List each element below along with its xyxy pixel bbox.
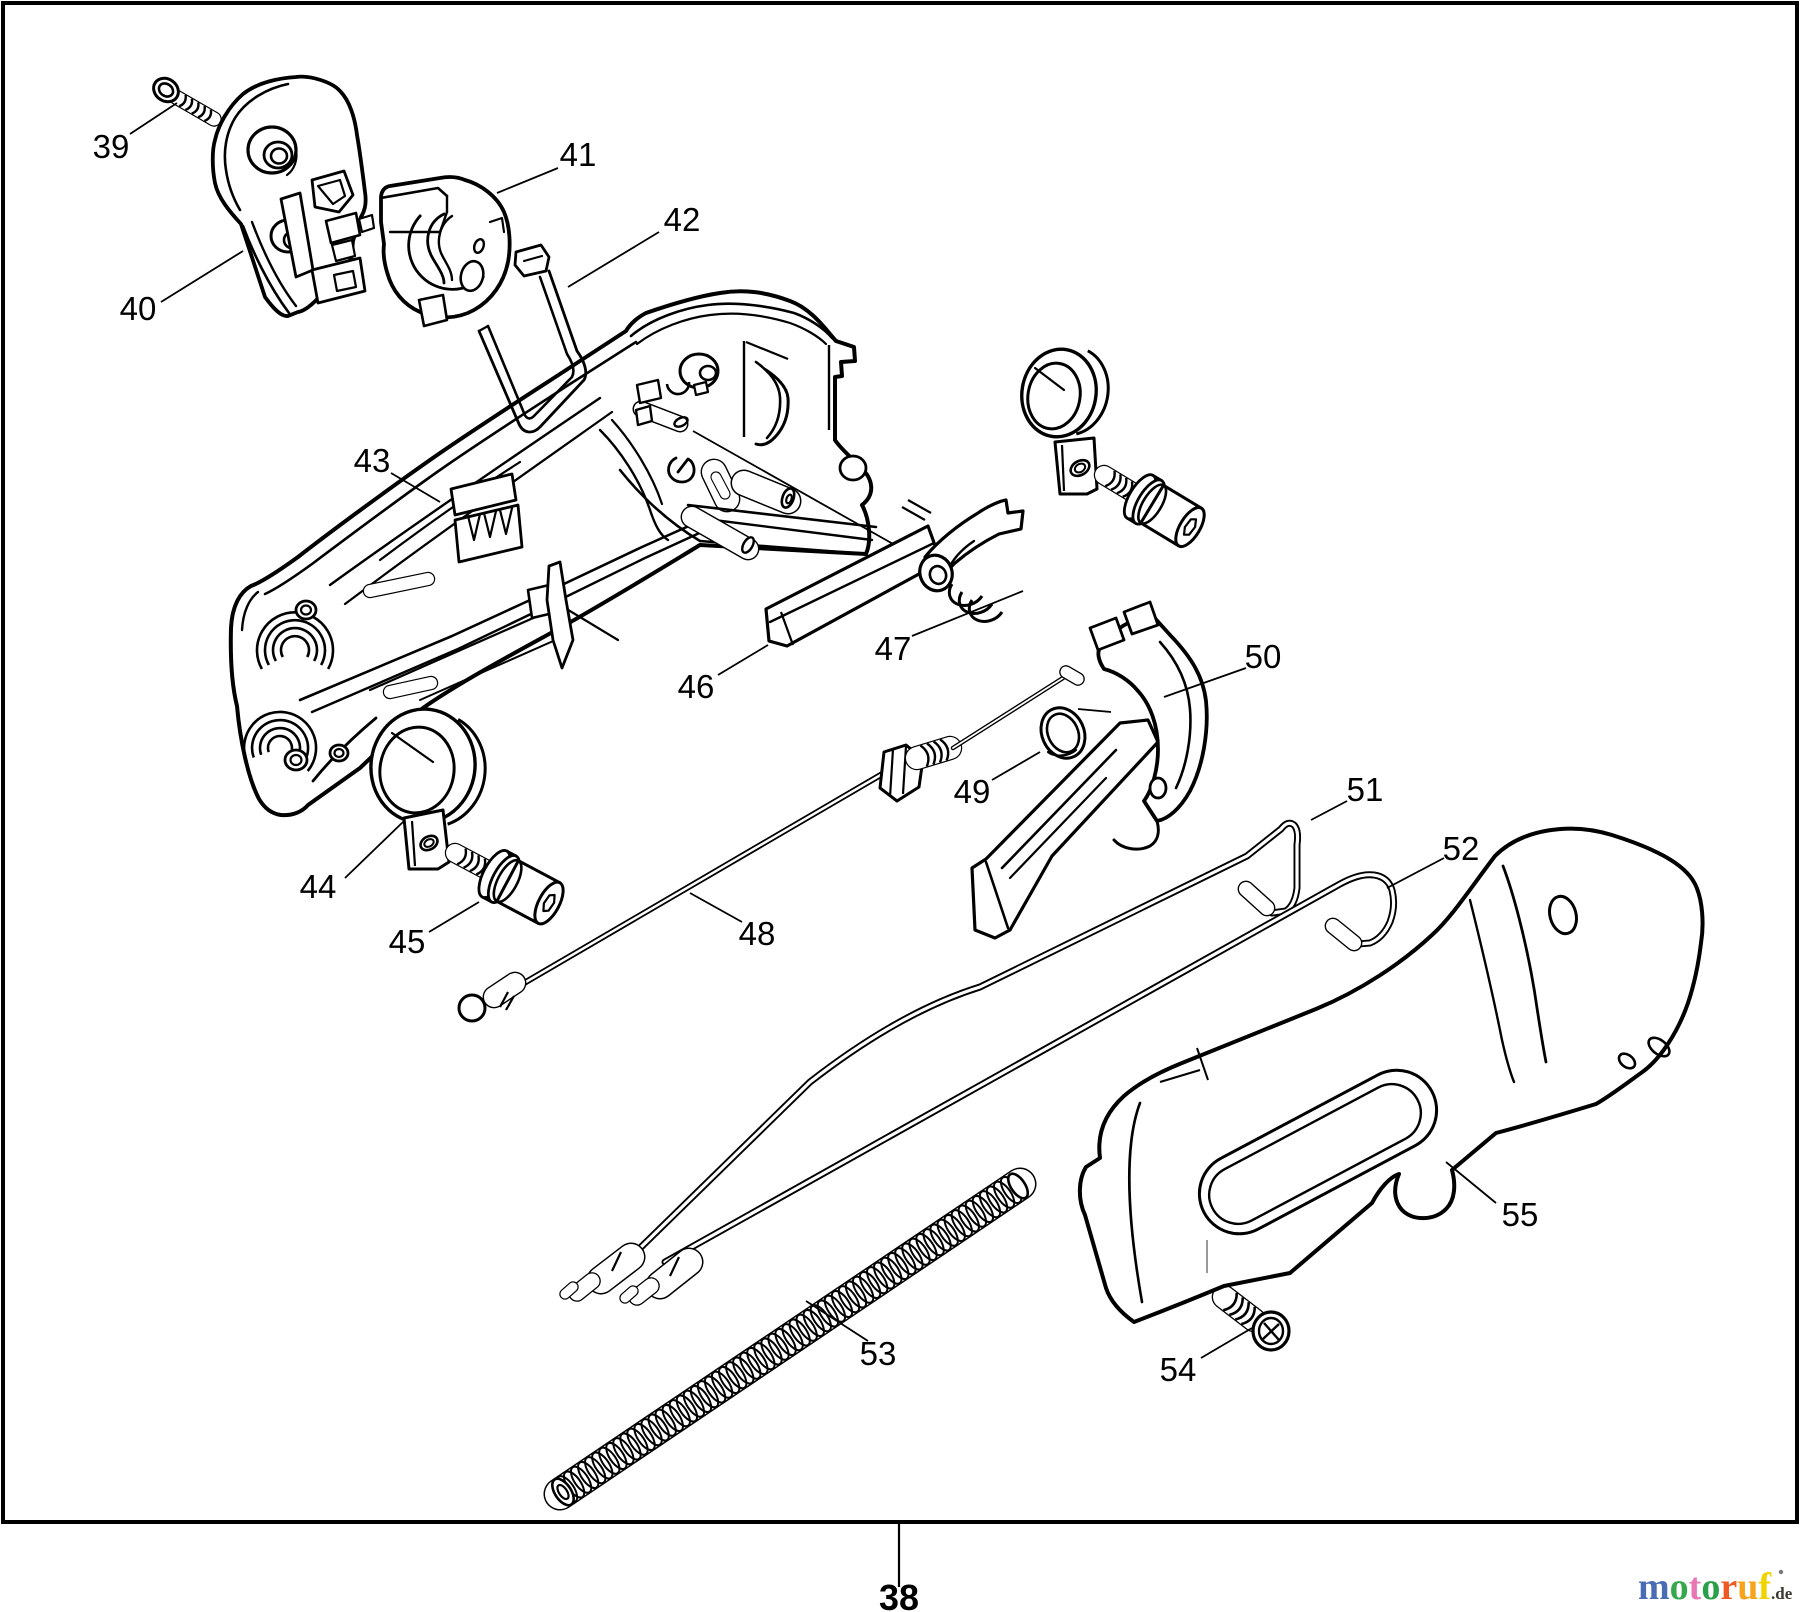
svg-text:46: 46 bbox=[678, 668, 715, 705]
svg-text:47: 47 bbox=[875, 630, 912, 667]
svg-text:54: 54 bbox=[1160, 1351, 1197, 1388]
svg-text:50: 50 bbox=[1245, 638, 1282, 675]
svg-text:49: 49 bbox=[954, 773, 991, 810]
svg-text:44: 44 bbox=[300, 868, 337, 905]
svg-text:42: 42 bbox=[664, 201, 701, 238]
svg-text:55: 55 bbox=[1502, 1196, 1539, 1233]
svg-text:39: 39 bbox=[93, 128, 130, 165]
svg-text:48: 48 bbox=[739, 915, 776, 952]
svg-text:43: 43 bbox=[354, 442, 391, 479]
svg-text:41: 41 bbox=[560, 136, 597, 173]
svg-text:53: 53 bbox=[860, 1335, 897, 1372]
svg-text:motoruf.de: motoruf.de bbox=[1638, 1566, 1793, 1608]
svg-text:45: 45 bbox=[389, 923, 426, 960]
svg-text:51: 51 bbox=[1347, 771, 1384, 808]
svg-text:52: 52 bbox=[1443, 830, 1480, 867]
svg-text:40: 40 bbox=[120, 290, 157, 327]
svg-text:38: 38 bbox=[879, 1577, 919, 1612]
